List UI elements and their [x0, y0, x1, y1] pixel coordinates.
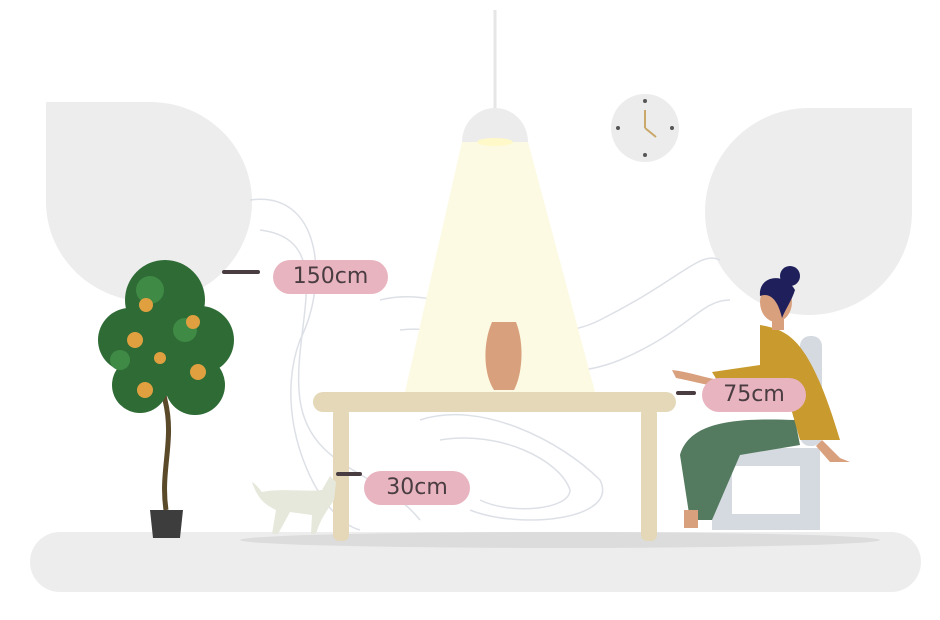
cat [252, 476, 336, 534]
lamp-bulb [477, 138, 513, 146]
plant-pot [150, 510, 183, 538]
cat-height-label: 30cm [364, 471, 470, 505]
vase [485, 322, 522, 390]
lamp-shade [462, 108, 528, 142]
table-height-marker [676, 391, 696, 395]
cat-height-marker [336, 472, 362, 476]
wall-clock [611, 94, 679, 162]
table [313, 392, 676, 541]
background-blob-left [46, 102, 252, 302]
table-shadow [240, 532, 880, 548]
table-height-label: 75cm [702, 378, 806, 412]
plant-height-label: 150cm [273, 260, 388, 294]
background-blob-right [705, 108, 912, 315]
plant-height-marker [222, 270, 260, 274]
plant [98, 260, 234, 538]
light-beam [405, 142, 595, 392]
